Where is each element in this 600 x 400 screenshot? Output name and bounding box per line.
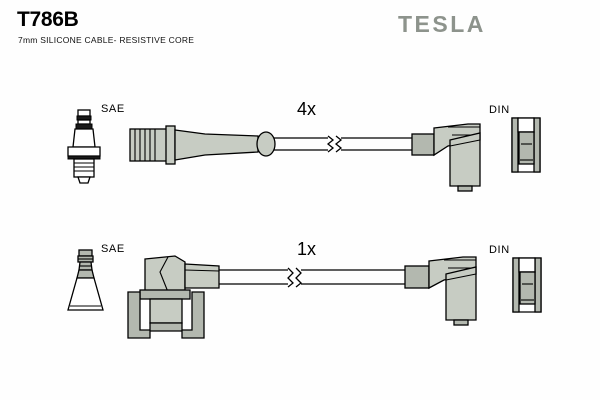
coil-connector-top xyxy=(411,123,481,192)
din-label-bottom: DIN xyxy=(489,244,510,256)
din-terminal-bottom xyxy=(512,257,542,313)
product-subtitle: 7mm SILICONE CABLE- RESISTIVE CORE xyxy=(18,35,195,45)
assembly-bottom xyxy=(67,249,542,339)
plug-boot-icon-bottom xyxy=(67,249,104,311)
din-label-top: DIN xyxy=(489,104,510,116)
spark-plug-icon-top xyxy=(67,109,101,184)
quantity-label-top: 4x xyxy=(297,99,317,119)
quantity-label-bottom: 1x xyxy=(297,239,317,259)
din-terminal-top xyxy=(511,117,541,173)
assembly-top xyxy=(67,109,541,192)
sae-label-top: SAE xyxy=(101,103,125,115)
brand-logo: TESLA xyxy=(398,11,486,37)
plug-connector-top xyxy=(129,125,276,165)
plug-connector-bottom xyxy=(127,255,220,339)
sae-label-bottom: SAE xyxy=(101,243,125,255)
cable-bottom xyxy=(219,267,405,288)
coil-connector-bottom xyxy=(404,256,477,326)
page-title: T786B xyxy=(17,8,79,31)
cable-top xyxy=(274,135,412,153)
